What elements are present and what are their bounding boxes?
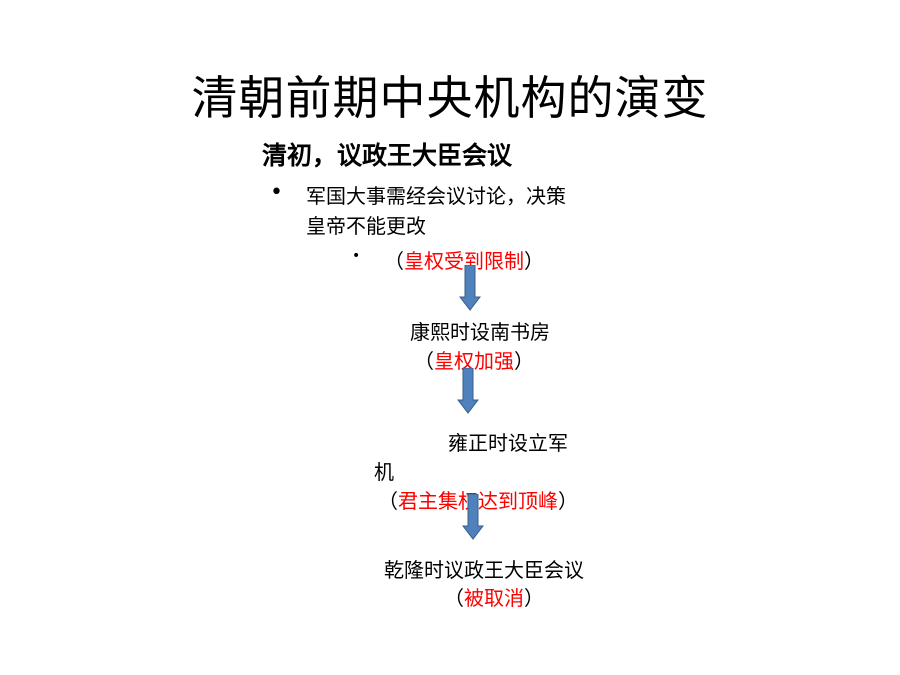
down-arrow-icon (457, 368, 479, 414)
subtitle: 清初，议政王大臣会议 (262, 141, 513, 170)
bullet1-line1: 军国大事需经会议讨论，决策 (306, 184, 566, 208)
paren-close: ） (514, 349, 534, 373)
stage-kangxi-note: （皇权加强） (414, 345, 534, 374)
bullet1-line2: 皇帝不能更改 (306, 214, 426, 238)
bullet-marker-small: • (352, 248, 361, 264)
stage-qianlong: 乾隆时议政王大臣会议 (384, 558, 584, 582)
bullet-marker: • (270, 180, 283, 205)
paren-close: ） (558, 489, 578, 513)
paren-open: （ (414, 349, 434, 373)
bullet2: （皇权受到限制） (384, 245, 544, 274)
strengthened-note: 皇权加强 (434, 349, 514, 373)
paren-open: （ (378, 489, 398, 513)
stage-kangxi: 康熙时设南书房 (410, 320, 550, 344)
stage-yongzheng-line1: 雍正时设立军 (448, 431, 568, 455)
paren-close: ） (524, 586, 544, 610)
paren-open: （ (444, 586, 464, 610)
restriction-note: 皇权受到限制 (404, 249, 524, 273)
down-arrow-icon (462, 494, 484, 540)
paren-close: ） (524, 249, 544, 273)
paren-open: （ (384, 249, 404, 273)
page-title: 清朝前期中央机构的演变 (191, 71, 709, 125)
abolished-note: 被取消 (464, 586, 524, 610)
stage-qianlong-note: （被取消） (444, 582, 544, 611)
down-arrow-icon (459, 265, 481, 311)
stage-yongzheng-line2: 机 (374, 460, 394, 484)
